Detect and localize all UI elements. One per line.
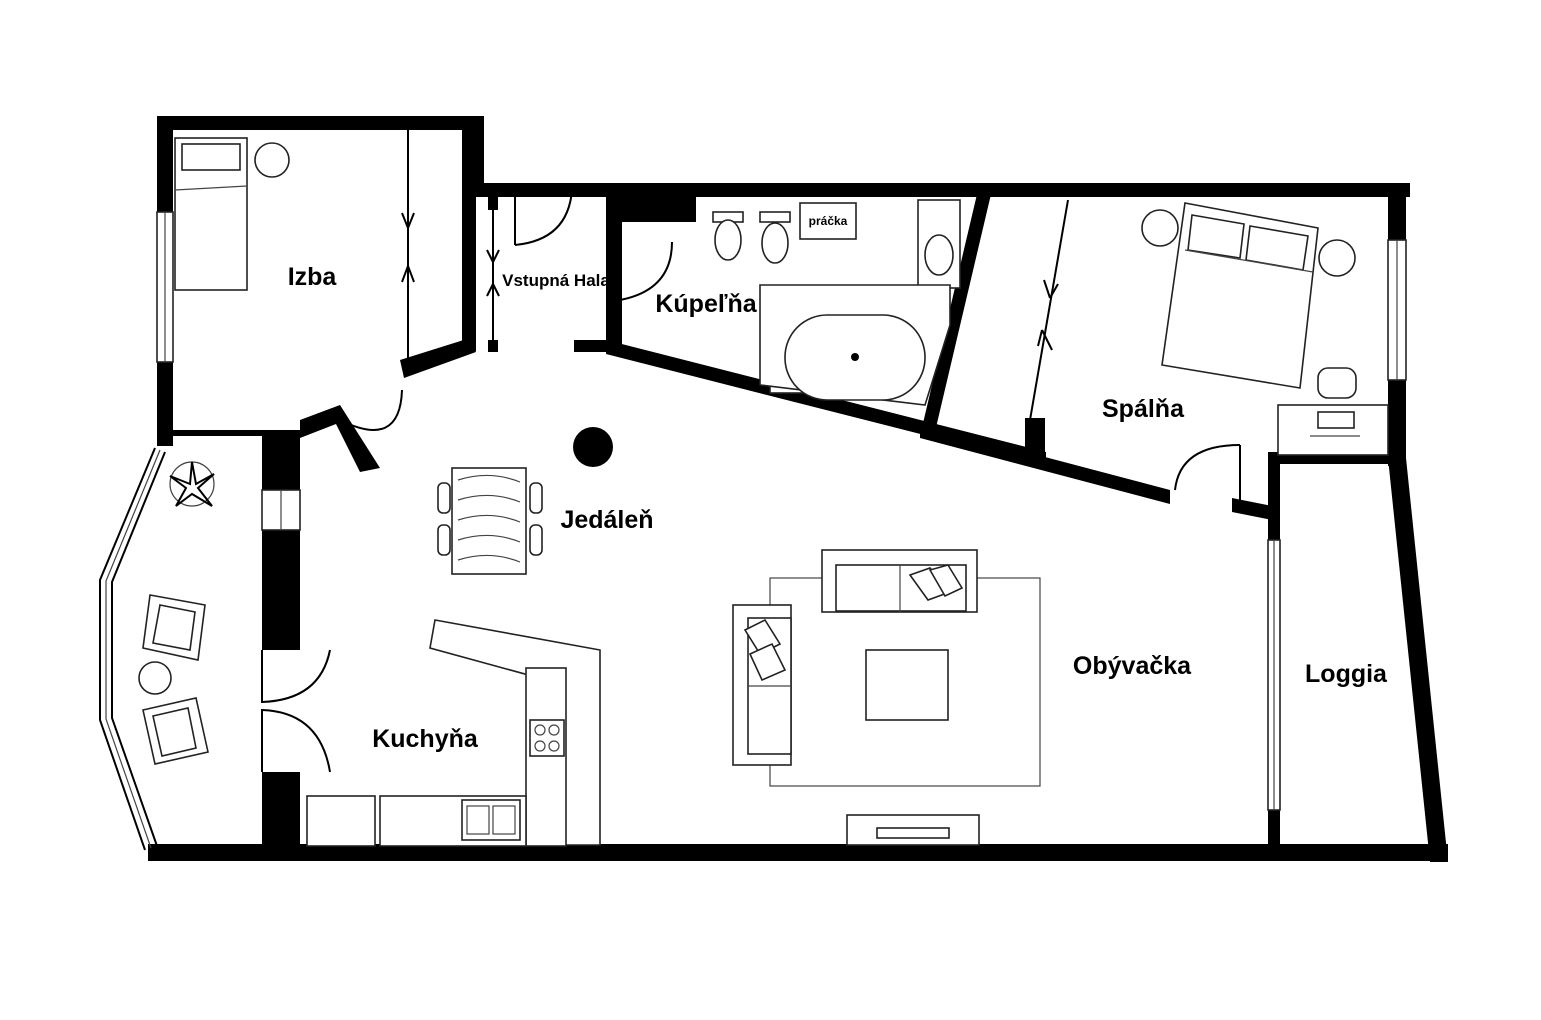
room-label-spalna: Spálňa [1102,395,1185,423]
room-label-hala: Vstupná Hala [502,271,610,290]
nightstand-left-icon [1141,209,1179,247]
nightstand-lamp-icon [254,142,290,178]
coffee-table-icon [865,649,949,721]
bathtub-icon [759,284,951,406]
bed-icon [174,137,248,291]
exterior-walls [148,116,1448,862]
room-label-kuchyna: Kuchyňa [372,725,479,753]
windows [99,211,1407,851]
double-bed-icon [1161,202,1319,389]
desk-icon [1277,367,1389,456]
room-label-jedalen: Jedáleň [560,506,653,534]
tv-stand-icon [846,814,980,846]
room-label-loggia: Loggia [1305,660,1388,688]
armchair-bottom-icon [142,697,209,765]
column-icon [573,427,613,467]
doors [261,130,1241,773]
room-label-kupelna: Kúpeľňa [655,290,757,318]
kitchen-counter-icon [306,619,601,847]
plant-icon [169,461,215,507]
sink-icon [917,199,961,289]
dining-table-icon [437,467,543,575]
kitchen-sink-icon [461,799,521,841]
washer-icon: práčka [799,202,857,240]
side-table-icon [138,661,172,695]
nightstand-right-icon [1318,239,1356,277]
stove-icon [529,719,565,757]
room-label-obyvacka: Obývačka [1073,652,1192,680]
sofa-icon [732,549,978,766]
bidet-icon [759,211,791,264]
washer-label: práčka [809,214,848,228]
room-label-izba: Izba [288,263,338,291]
toilet-icon [712,211,744,261]
armchair-top-icon [142,594,206,661]
